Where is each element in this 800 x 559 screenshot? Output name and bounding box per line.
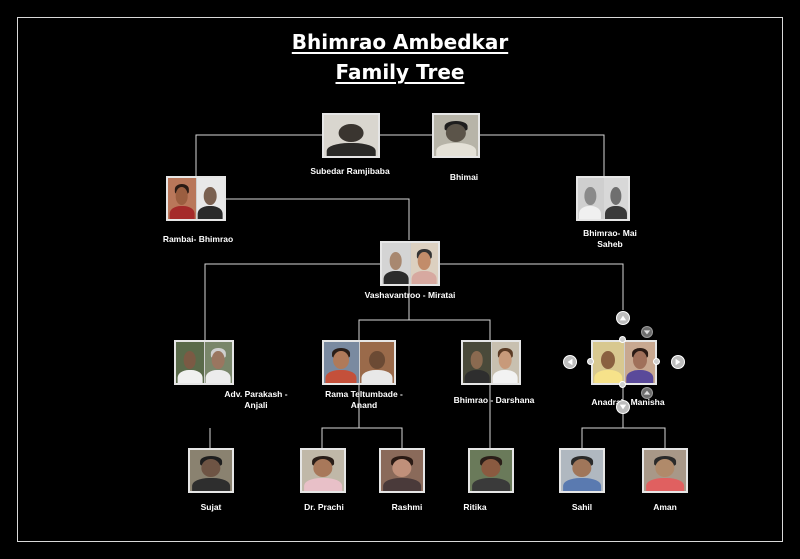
photo-prakash-anjali[interactable] <box>174 340 234 385</box>
selection-handle-top[interactable] <box>619 336 626 343</box>
photo-bhimai[interactable] <box>432 113 480 158</box>
photo-anandraj-manisha[interactable] <box>591 340 657 385</box>
photo-rashmi[interactable] <box>379 448 425 493</box>
label-bhimai: Bhimai <box>449 172 479 182</box>
label-prachi: Dr. Prachi <box>304 502 344 512</box>
title-line-2: Family Tree <box>335 60 465 84</box>
arrow-left-icon[interactable] <box>563 355 577 369</box>
label-prakash-anjali: Adv. Parakash - Anjali <box>224 389 288 410</box>
label-sujat: Sujat <box>200 502 222 512</box>
arrow-up-icon[interactable] <box>616 311 630 325</box>
arrow-right-icon[interactable] <box>671 355 685 369</box>
label-bhimrao-maisaheb: Bhimrao- Mai Saheb <box>583 228 637 249</box>
photo-rambai-bhimrao[interactable] <box>166 176 226 221</box>
label-aman: Aman <box>653 502 677 512</box>
photo-vashavantroo-miratai[interactable] <box>380 241 440 286</box>
label-subedar: Subedar Ramjibaba <box>310 166 390 176</box>
photo-aman[interactable] <box>642 448 688 493</box>
diagram-frame <box>17 17 783 542</box>
photo-sujat[interactable] <box>188 448 234 493</box>
selection-handle-left[interactable] <box>587 358 594 365</box>
photo-sahil[interactable] <box>559 448 605 493</box>
arrow-down-icon[interactable] <box>616 400 630 414</box>
photo-rama-anand[interactable] <box>322 340 396 385</box>
collapse-down-icon[interactable] <box>641 326 653 338</box>
photo-ritika[interactable] <box>468 448 514 493</box>
label-rashmi: Rashmi <box>391 502 423 512</box>
label-bhimrao-darshana: Bhimrao - Darshana <box>453 395 535 405</box>
photo-bhimrao-maisaheb[interactable] <box>576 176 630 221</box>
label-vashavantroo-miratai: Vashavantroo - Miratai <box>364 290 456 300</box>
label-rama-anand: Rama Teltumbade - Anand <box>325 389 403 410</box>
photo-bhimrao-darshana[interactable] <box>461 340 521 385</box>
selection-handle-right[interactable] <box>653 358 660 365</box>
label-ritika: Ritika <box>463 502 487 512</box>
label-sahil: Sahil <box>571 502 593 512</box>
photo-subedar[interactable] <box>322 113 380 158</box>
selection-handle-bottom[interactable] <box>619 381 626 388</box>
photo-prachi[interactable] <box>300 448 346 493</box>
title-line-1: Bhimrao Ambedkar <box>291 30 509 54</box>
label-rambai-bhimrao: Rambai- Bhimrao <box>162 234 234 244</box>
expand-up-icon[interactable] <box>641 387 653 399</box>
